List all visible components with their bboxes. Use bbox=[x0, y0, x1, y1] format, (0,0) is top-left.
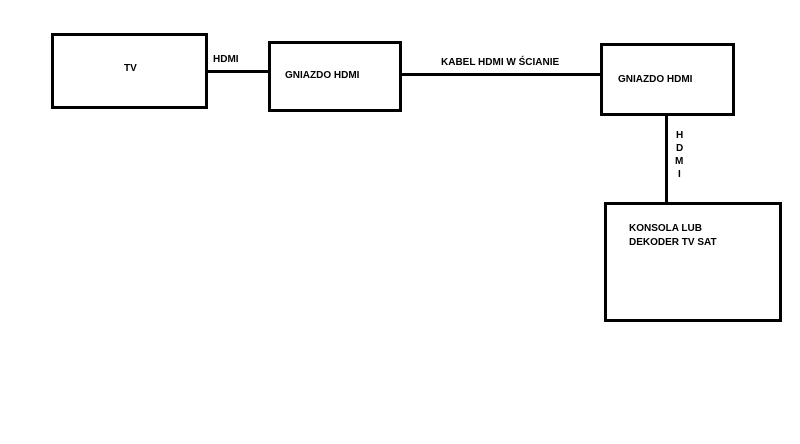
tv-label: TV bbox=[124, 63, 137, 74]
hdmi-cable-label: HDMI bbox=[213, 54, 239, 65]
tv-box: TV bbox=[51, 33, 208, 109]
vertical-hdmi-letter-h: H bbox=[676, 130, 684, 141]
wall-cable-label: KABEL HDMI W ŚCIANIE bbox=[441, 57, 560, 68]
hdmi-socket-left-label: GNIAZDO HDMI bbox=[285, 70, 360, 81]
vertical-hdmi-letter-d: D bbox=[676, 143, 684, 154]
wall-cable-line bbox=[401, 73, 602, 76]
socket-to-console-line bbox=[665, 114, 668, 204]
console-label-line2: DEKODER TV SAT bbox=[629, 237, 717, 248]
vertical-hdmi-letter-i: I bbox=[678, 169, 681, 180]
console-label-line1: KONSOLA LUB bbox=[629, 223, 702, 234]
console-box: KONSOLA LUB DEKODER TV SAT bbox=[604, 202, 782, 322]
hdmi-socket-right-box: GNIAZDO HDMI bbox=[600, 43, 735, 116]
tv-to-socket-line bbox=[207, 70, 270, 73]
vertical-hdmi-letter-m: M bbox=[675, 156, 684, 167]
hdmi-socket-left-box: GNIAZDO HDMI bbox=[268, 41, 402, 112]
hdmi-socket-right-label: GNIAZDO HDMI bbox=[618, 74, 693, 85]
